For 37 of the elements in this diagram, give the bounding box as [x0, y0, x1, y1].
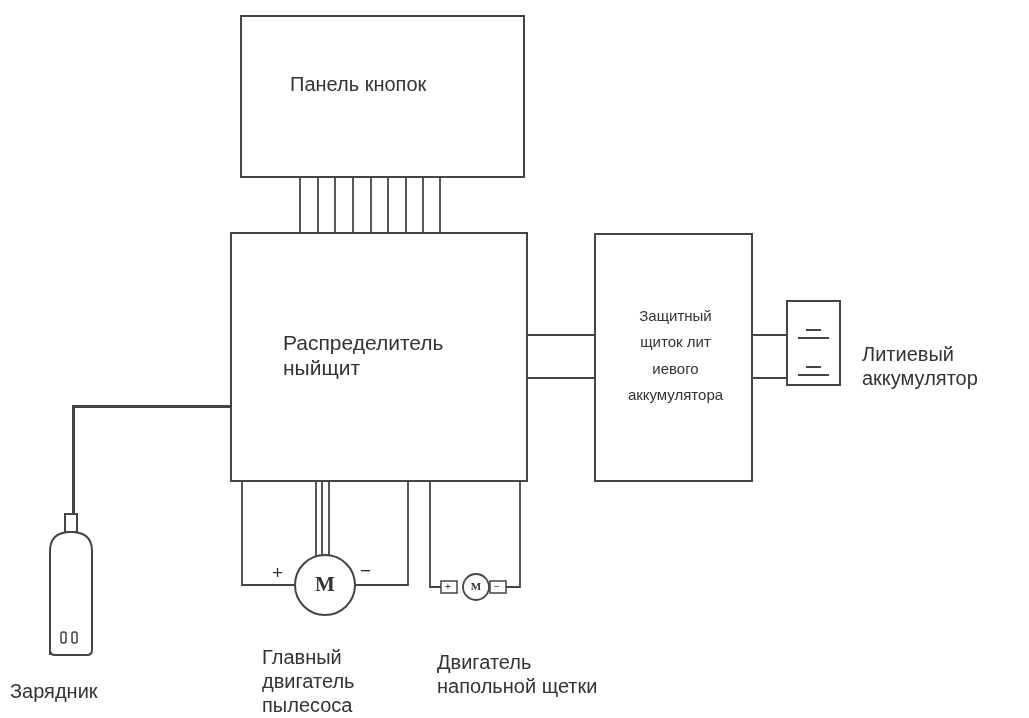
process-box [230, 232, 528, 482]
box-label: Распределитель ныйщит [283, 330, 445, 381]
wire [241, 481, 296, 586]
wire [752, 334, 787, 336]
component-label: Зарядник [10, 679, 99, 703]
wire [527, 377, 595, 379]
wire [387, 177, 389, 233]
wire [429, 481, 442, 588]
wire [328, 481, 330, 557]
component-label: Двигатель напольной щетки [437, 650, 599, 698]
box-label: Защитный щиток лит иевого аккумулятора [626, 306, 725, 405]
wire [505, 481, 521, 588]
wire [405, 177, 407, 233]
wire [317, 177, 319, 233]
wire [72, 405, 230, 513]
wire [370, 177, 372, 233]
process-box [594, 233, 753, 482]
wire [321, 481, 323, 557]
wire [527, 334, 595, 336]
wire [352, 177, 354, 233]
component-label: Главный двигатель пылесоса [262, 645, 356, 717]
process-box [240, 15, 525, 178]
motor-letter: M [469, 580, 483, 594]
wire [315, 481, 317, 558]
wire [299, 177, 301, 233]
wire [334, 177, 336, 233]
wire [354, 481, 409, 586]
polarity-sign: + [272, 563, 284, 582]
component-label: Литиевый аккумулятор [862, 342, 979, 390]
box-label: Панель кнопок [290, 72, 428, 96]
polarity-sign: − [360, 561, 372, 580]
wire [752, 377, 787, 379]
polarity-sign: + [445, 582, 451, 592]
motor-letter: M [314, 572, 336, 598]
polarity-sign: − [494, 582, 500, 592]
wire [422, 177, 424, 233]
wire [439, 177, 441, 233]
